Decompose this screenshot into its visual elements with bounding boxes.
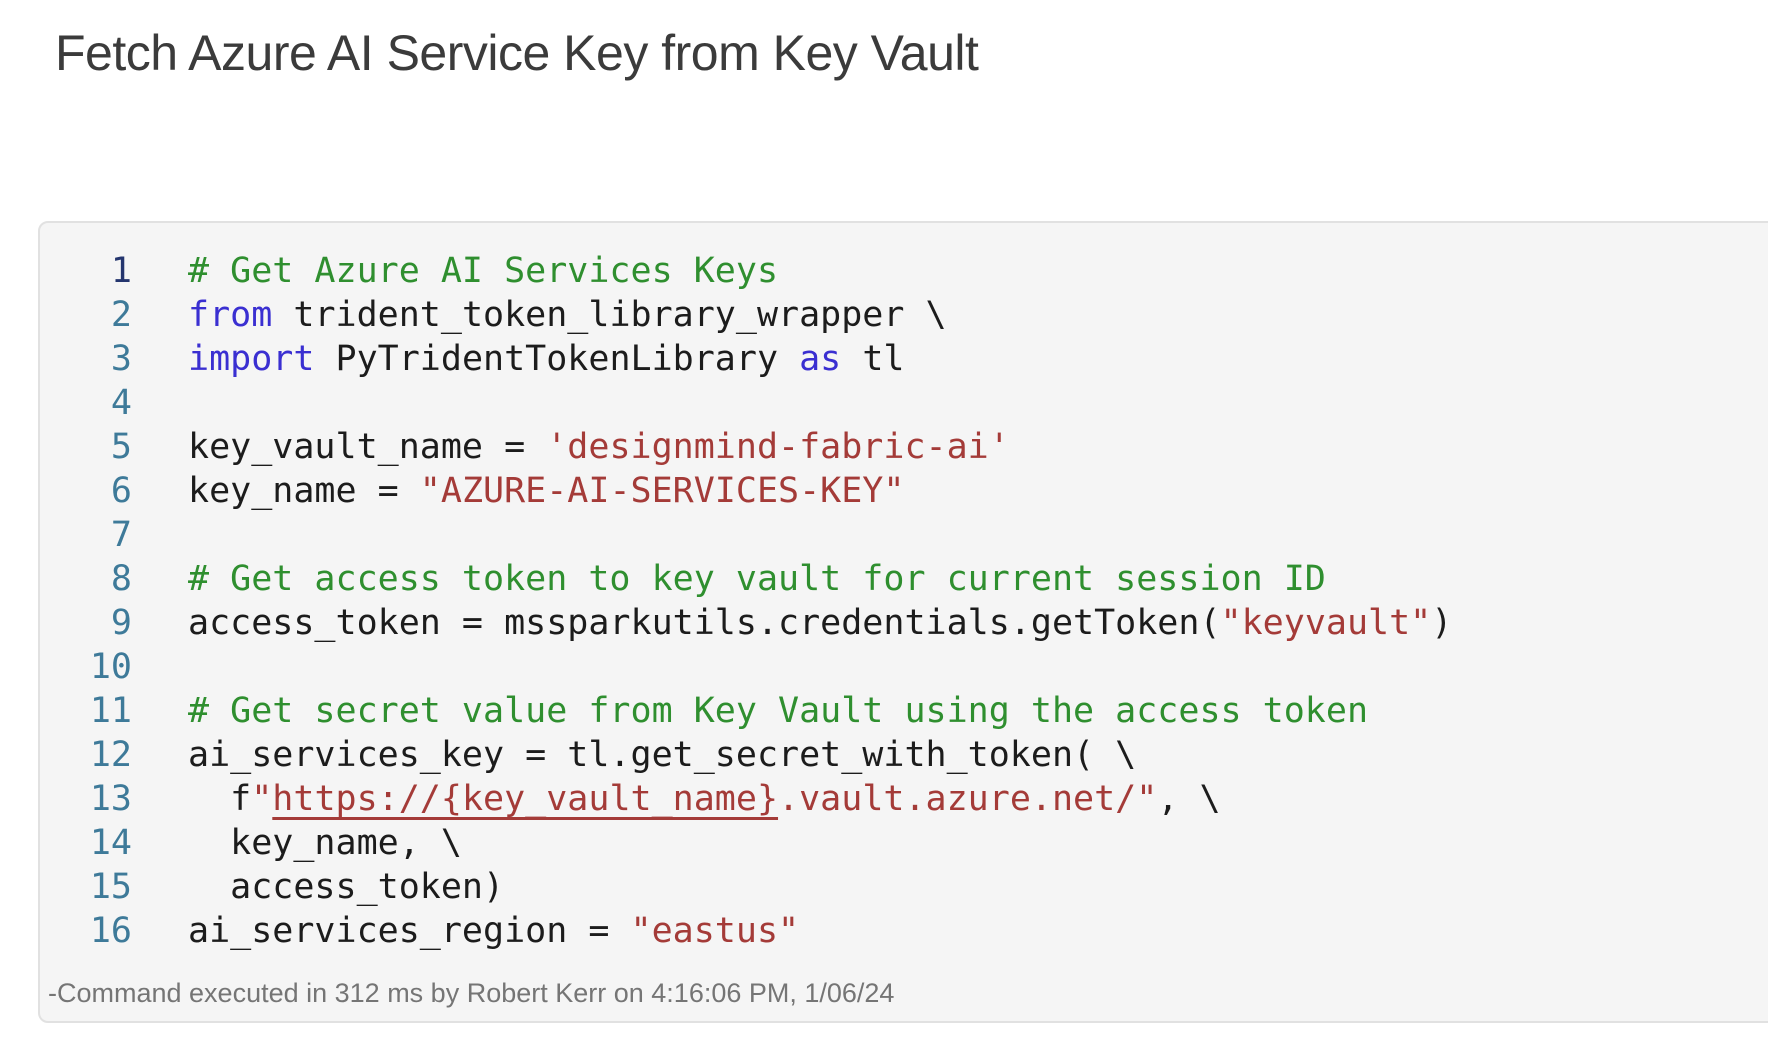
code-line-content: f"https://{key_vault_name}.vault.azure.n… [132, 777, 1221, 821]
code-line-content: # Get Azure AI Services Keys [132, 249, 778, 293]
line-number: 14 [89, 823, 132, 863]
line-number: 3 [110, 339, 132, 379]
code-line[interactable]: 7 [40, 513, 1768, 557]
code-line-content: # Get access token to key vault for curr… [132, 557, 1326, 601]
code-line[interactable]: 4 [40, 381, 1768, 425]
code-line-content: # Get secret value from Key Vault using … [132, 689, 1368, 733]
code-line-content [132, 645, 188, 689]
code-segment-string: " [251, 779, 273, 819]
code-line-content: ai_services_key = tl.get_secret_with_tok… [132, 733, 1136, 777]
code-segment-plain: , \ [1157, 779, 1221, 819]
code-segment-keyword: import [188, 339, 315, 379]
code-line-content: key_name, \ [132, 821, 462, 865]
code-line-content [132, 381, 188, 425]
page-title: Fetch Azure AI Service Key from Key Vaul… [55, 25, 979, 81]
code-line-content: import PyTridentTokenLibrary as tl [132, 337, 904, 381]
code-segment-string-link: https://{key_vault_name} [272, 779, 779, 819]
line-number: 1 [110, 251, 132, 291]
code-segment-plain: ) [1431, 603, 1453, 643]
code-segment-comment: # Get Azure AI Services Keys [188, 251, 779, 291]
code-line-content: access_token = mssparkutils.credentials.… [132, 601, 1452, 645]
code-line[interactable]: 14 key_name, \ [40, 821, 1768, 865]
code-line[interactable]: 12 ai_services_key = tl.get_secret_with_t… [40, 733, 1768, 777]
code-line[interactable]: 1 # Get Azure AI Services Keys [40, 249, 1768, 293]
code-line[interactable]: 11 # Get secret value from Key Vault usin… [40, 689, 1768, 733]
code-segment-keyword: as [799, 339, 842, 379]
code-segment-plain: key_name, \ [188, 823, 462, 863]
code-segment-plain: ai_services_region = [188, 911, 631, 951]
code-segment-comment: # Get secret value from Key Vault using … [188, 691, 1369, 731]
line-number: 7 [110, 515, 132, 555]
code-segment-plain: access_token) [188, 867, 505, 907]
code-segment-plain: key_vault_name = [188, 427, 547, 467]
line-number: 16 [89, 911, 132, 951]
line-number: 9 [110, 603, 132, 643]
code-line-content: key_name = "AZURE-AI-SERVICES-KEY" [132, 469, 904, 513]
line-number: 11 [89, 691, 132, 731]
code-segment-plain: key_name = [188, 471, 420, 511]
code-segment-plain: PyTridentTokenLibrary [314, 339, 800, 379]
code-segment-string: "keyvault" [1220, 603, 1432, 643]
code-line-content: access_token) [132, 865, 504, 909]
code-segment-string: "AZURE-AI-SERVICES-KEY" [419, 471, 905, 511]
code-segment-string: 'designmind-fabric-ai' [546, 427, 1010, 467]
code-line-content: key_vault_name = 'designmind-fabric-ai' [132, 425, 1010, 469]
code-segment-plain: access_token = mssparkutils.credentials.… [188, 603, 1221, 643]
line-number: 15 [89, 867, 132, 907]
code-segment-plain: trident_token_library_wrapper \ [272, 295, 947, 335]
code-segment-keyword: from [188, 295, 273, 335]
code-segment-string: .vault.azure.net/" [778, 779, 1158, 819]
execution-status: -Command executed in 312 ms by Robert Ke… [48, 978, 895, 1008]
code-segment-plain: tl [841, 339, 905, 379]
code-segment-string: "eastus" [630, 911, 800, 951]
line-number: 8 [110, 559, 132, 599]
code-line-content [132, 513, 188, 557]
code-line-content: from trident_token_library_wrapper \ [132, 293, 947, 337]
line-number: 6 [110, 471, 132, 511]
line-number: 5 [110, 427, 132, 467]
code-line[interactable]: 9 access_token = mssparkutils.credentials… [40, 601, 1768, 645]
line-number: 2 [110, 295, 132, 335]
code-line[interactable]: 8 # Get access token to key vault for cur… [40, 557, 1768, 601]
line-number: 13 [89, 779, 132, 819]
code-line[interactable]: 10 [40, 645, 1768, 689]
code-line[interactable]: 15 access_token) [40, 865, 1768, 909]
code-line-content: ai_services_region = "eastus" [132, 909, 799, 953]
code-segment-plain: f [188, 779, 252, 819]
code-line[interactable]: 13 f"https://{key_vault_name}.vault.azur… [40, 777, 1768, 821]
line-number: 12 [89, 735, 132, 775]
line-number: 10 [89, 647, 132, 687]
code-segment-plain: ai_services_key = tl.get_secret_with_tok… [188, 735, 1137, 775]
code-segment-comment: # Get access token to key vault for curr… [188, 559, 1326, 599]
line-number: 4 [110, 383, 132, 423]
